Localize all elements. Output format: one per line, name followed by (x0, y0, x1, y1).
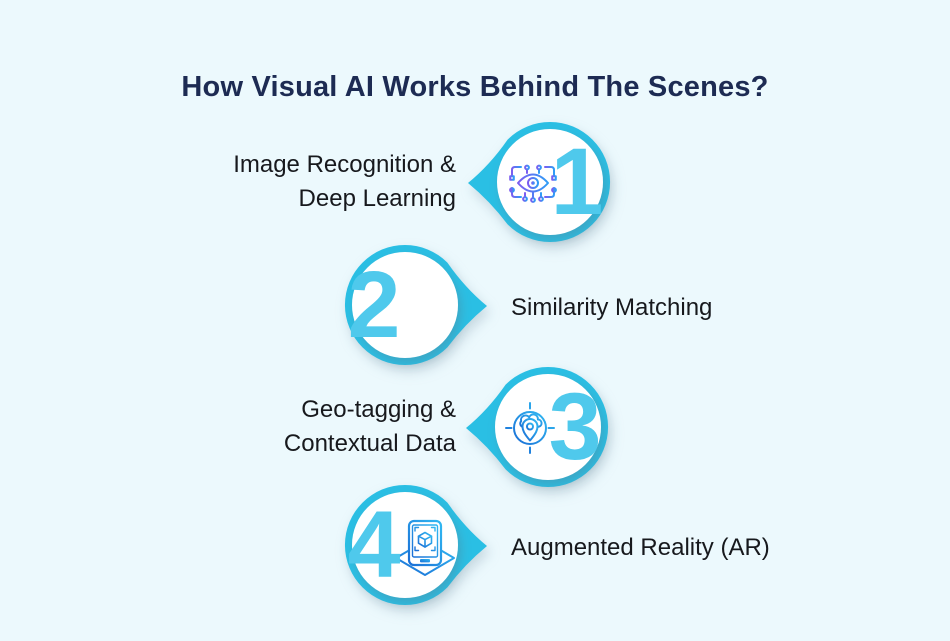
computer-vision-eye-icon (509, 164, 557, 203)
step-2-label-line-1: Similarity Matching (511, 294, 713, 321)
step-2-circle (352, 252, 458, 358)
step-3-label-line-1: Geo-tagging & (301, 396, 456, 423)
step-3-label: Geo-tagging & Contextual Data (284, 393, 456, 461)
ar-smartphone-icon (395, 519, 455, 576)
step-3-circle (495, 374, 601, 480)
step-3-number: 3 (549, 374, 602, 480)
step-3-label-line-2: Contextual Data (283, 430, 456, 457)
step-2-label: Similarity Matching (511, 291, 712, 325)
step-4-label: Augmented Reality (AR) (511, 531, 770, 565)
step-4-number: 4 (348, 492, 401, 598)
step-1-circle (497, 129, 603, 235)
geo-tagging-target-icon (505, 402, 555, 454)
step-1-number: 1 (551, 129, 604, 235)
step-2-badge: 2 (335, 230, 495, 375)
step-1-label-line-2: Deep Learning (298, 185, 456, 212)
step-3-badge: 3 (458, 352, 618, 497)
step-1-badge: 1 (460, 107, 620, 252)
step-4-label-line-1: Augmented Reality (AR) (511, 534, 770, 561)
step-4-badge: 4 (335, 470, 495, 615)
step-1-label-line-1: Image Recognition & (233, 151, 456, 178)
step-2-number: 2 (348, 252, 401, 358)
step-1-label: Image Recognition & Deep Learning (233, 148, 456, 216)
page-title: How Visual AI Works Behind The Scenes? (181, 71, 769, 104)
